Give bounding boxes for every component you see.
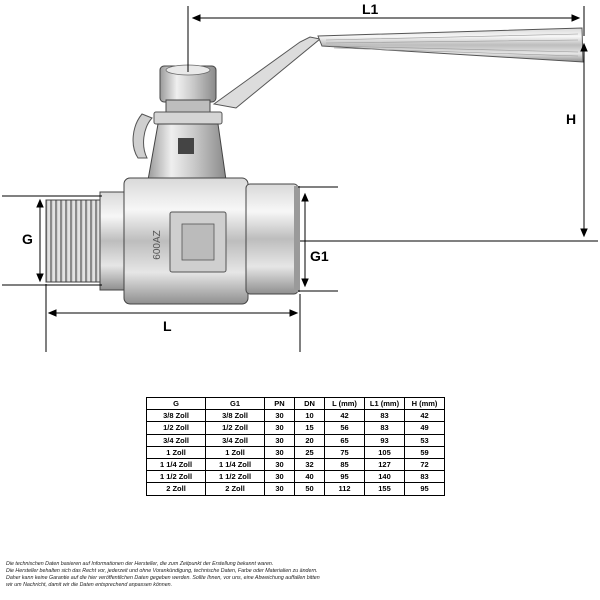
table-cell: 53 [404,433,445,447]
table-cell: 1/2 Zoll [205,421,265,435]
stem-nut [153,64,223,125]
table-cell: 75 [324,445,365,459]
table-cell: 1 Zoll [205,445,265,459]
dimension-label-h: H [566,111,576,127]
ball-valve-drawing: 600AZ [2,1,598,352]
table-cell: 3/8 Zoll [146,409,206,423]
col-header-l: L (mm) [324,396,365,411]
table-row: 3/8 Zoll 3/8 Zoll 30 10 42 83 42 [146,409,445,423]
disclaimer-line: wir um Nachricht, damit wir die Daten en… [6,582,173,588]
table-cell: 50 [294,482,325,496]
valve-body: 600AZ [123,177,249,305]
table-cell: 15 [294,421,325,435]
dimension-label-l: L [163,318,172,334]
table-row: 1/2 Zoll 1/2 Zoll 30 15 56 83 49 [146,421,445,435]
table-cell: 10 [294,409,325,423]
table-cell: 1 1/4 Zoll [205,457,265,472]
table-cell: 1 1/4 Zoll [146,457,206,472]
table-cell: 155 [364,482,405,496]
table-cell: 42 [404,409,445,423]
female-thread-end [245,183,300,295]
table-cell: 30 [264,457,295,472]
table-cell: 2 Zoll [146,482,206,496]
disclaimer-text: Die technischen Daten basieren auf Infor… [6,561,426,589]
table-cell: 1/2 Zoll [146,421,206,435]
table-row: 1 1/4 Zoll 1 1/4 Zoll 30 32 85 127 72 [146,457,445,472]
table-cell: 95 [324,470,365,484]
table-cell: 72 [404,457,445,472]
table-cell: 3/4 Zoll [205,433,265,447]
svg-text:600AZ: 600AZ [152,230,163,259]
table-cell: 140 [364,470,405,484]
table-cell: 30 [264,482,295,496]
table-cell: 40 [294,470,325,484]
table-header-row: G G1 PN DN L (mm) L1 (mm) H (mm) [146,396,445,411]
dimension-lines [2,6,598,352]
dimension-label-g1: G1 [310,248,329,264]
table-cell: 83 [404,470,445,484]
col-header-pn: PN [264,396,295,411]
male-thread-end [45,191,127,291]
table-cell: 127 [364,457,405,472]
table-cell: 49 [404,421,445,435]
col-header-g1: G1 [205,396,265,411]
table-cell: 20 [294,433,325,447]
table-cell: 105 [364,445,405,459]
table-cell: 112 [324,482,365,496]
table-row: 2 Zoll 2 Zoll 30 50 112 155 95 [146,482,445,496]
table-cell: 32 [294,457,325,472]
table-cell: 25 [294,445,325,459]
table-row: 1 1/2 Zoll 1 1/2 Zoll 30 40 95 140 83 [146,470,445,484]
table-cell: 3/4 Zoll [146,433,206,447]
table-cell: 83 [364,409,405,423]
table-cell: 1 Zoll [146,445,206,459]
table-cell: 65 [324,433,365,447]
dimension-label-l1: L1 [362,1,379,17]
disclaimer-line: Daher kann keine Garantie auf die hier v… [6,575,320,581]
table-cell: 56 [324,421,365,435]
spec-table: G G1 PN DN L (mm) L1 (mm) H (mm) 3/8 Zol… [146,396,445,496]
table-cell: 83 [364,421,405,435]
col-header-dn: DN [294,396,325,411]
disclaimer-line: Die technischen Daten basieren auf Infor… [6,561,274,567]
table-cell: 59 [404,445,445,459]
table-cell: 30 [264,433,295,447]
col-header-h: H (mm) [404,396,445,411]
table-cell: 42 [324,409,365,423]
table-row: 3/4 Zoll 3/4 Zoll 30 20 65 93 53 [146,433,445,447]
table-cell: 2 Zoll [205,482,265,496]
table-cell: 85 [324,457,365,472]
table-cell: 93 [364,433,405,447]
dimension-label-g: G [22,231,33,247]
table-row: 1 Zoll 1 Zoll 30 25 75 105 59 [146,445,445,459]
disclaimer-line: Die Hersteller behalten sich das Recht v… [6,568,318,574]
table-cell: 30 [264,409,295,423]
table-cell: 30 [264,445,295,459]
table-cell: 1 1/2 Zoll [146,470,206,484]
lever-handle [132,27,584,159]
col-header-l1: L1 (mm) [364,396,405,411]
table-cell: 1 1/2 Zoll [205,470,265,484]
col-header-g: G [146,396,206,411]
table-cell: 95 [404,482,445,496]
table-cell: 30 [264,421,295,435]
table-cell: 30 [264,470,295,484]
table-cell: 3/8 Zoll [205,409,265,423]
